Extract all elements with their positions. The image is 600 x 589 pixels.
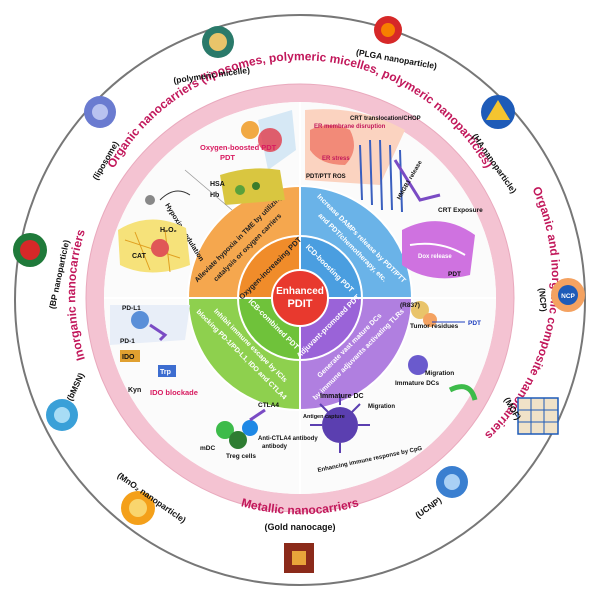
ucnp-icon — [436, 466, 468, 498]
anti-ctla4-label: Anti-CTLA4 antibody — [258, 436, 318, 442]
antigen-capture-label: Antigen capture — [303, 414, 345, 420]
illustration-oxygen: Oxygen-boosted PDT PDT HSA Hb Hypoxia mo… — [118, 110, 296, 273]
plga-nanoparticle-icon — [374, 16, 402, 44]
treg-label: Treg cells — [226, 453, 256, 460]
label-gold: (Gold nanocage) — [264, 522, 335, 532]
anti-ctla4-antibody-label: antibody — [262, 444, 288, 450]
pd-1-label: PD-1 — [120, 338, 135, 345]
er-stress-label: ER stress — [322, 156, 350, 162]
mdc-label: mDC — [200, 445, 215, 452]
r837-label: (R837) — [400, 302, 420, 309]
ha-nanoparticle-icon — [481, 95, 515, 129]
oxygen-boosted-label: Oxygen-boosted PDT — [200, 143, 277, 152]
illustration-adjuvant: (R837) Tumor residues PDT Migration Imma… — [303, 301, 481, 474]
label-ncp: (NCP) — [537, 288, 549, 313]
gold-nanocage-icon — [284, 543, 314, 573]
ido-blockade-label: IDO blockade — [150, 388, 198, 397]
trp-label: Trp — [160, 369, 171, 376]
pdt-label-br: PDT — [468, 320, 481, 327]
middle-ring-edge — [187, 185, 413, 411]
mno2-icon — [121, 491, 155, 525]
inner-ring-edge — [237, 235, 363, 361]
center-label-line1: Enhanced — [276, 286, 324, 297]
dox-release-label: Dox release — [418, 254, 452, 260]
ido-label: IDO — [122, 354, 135, 361]
er-membrane-label: ER membrane disruption — [314, 124, 386, 130]
kyn-label: Kyn — [128, 387, 141, 394]
ncp-badge: NCP — [561, 293, 575, 300]
illustration-icb: PD-L1 PD-1 IDO Trp Kyn IDO blockade CTLA… — [110, 305, 318, 460]
liposome-icon — [84, 96, 116, 128]
ncp-icon: NCP — [551, 278, 585, 312]
illustration-icd: ER membrane disruption CRT translocation… — [305, 109, 483, 279]
h2o2-label: H₂O₂ — [160, 227, 177, 234]
oxygen-boosted-pdt: PDT — [220, 153, 235, 162]
bmsn-icon — [46, 399, 78, 431]
migration2-label: Migration — [368, 404, 395, 410]
center-label-line2: PDIT — [287, 298, 312, 310]
immature-dc-label: Immature DC — [320, 393, 364, 400]
tumor-residues-label: Tumor residues — [410, 323, 459, 330]
ctla4-label: CTLA4 — [258, 402, 279, 409]
pdt-ptt-ros-label: PDT/PTT ROS — [306, 174, 346, 180]
hsa-label: HSA — [210, 181, 225, 188]
immature-dcs-label: Immature DCs — [395, 380, 439, 387]
cat-label: CAT — [132, 253, 147, 260]
mof-icon — [517, 397, 559, 435]
polymeric-micelle-icon — [202, 26, 234, 58]
crt-translocation-label: CRT translocation/CHOP — [350, 116, 421, 122]
center-circle — [271, 269, 329, 327]
pd-l1-label: PD-L1 — [122, 305, 141, 312]
bp-nanoparticle-icon — [13, 233, 47, 267]
crt-exposure-label: CRT Exposure — [438, 207, 483, 214]
migration-label: Migration — [425, 370, 454, 377]
pdt-label-tr: PDT — [448, 271, 461, 278]
